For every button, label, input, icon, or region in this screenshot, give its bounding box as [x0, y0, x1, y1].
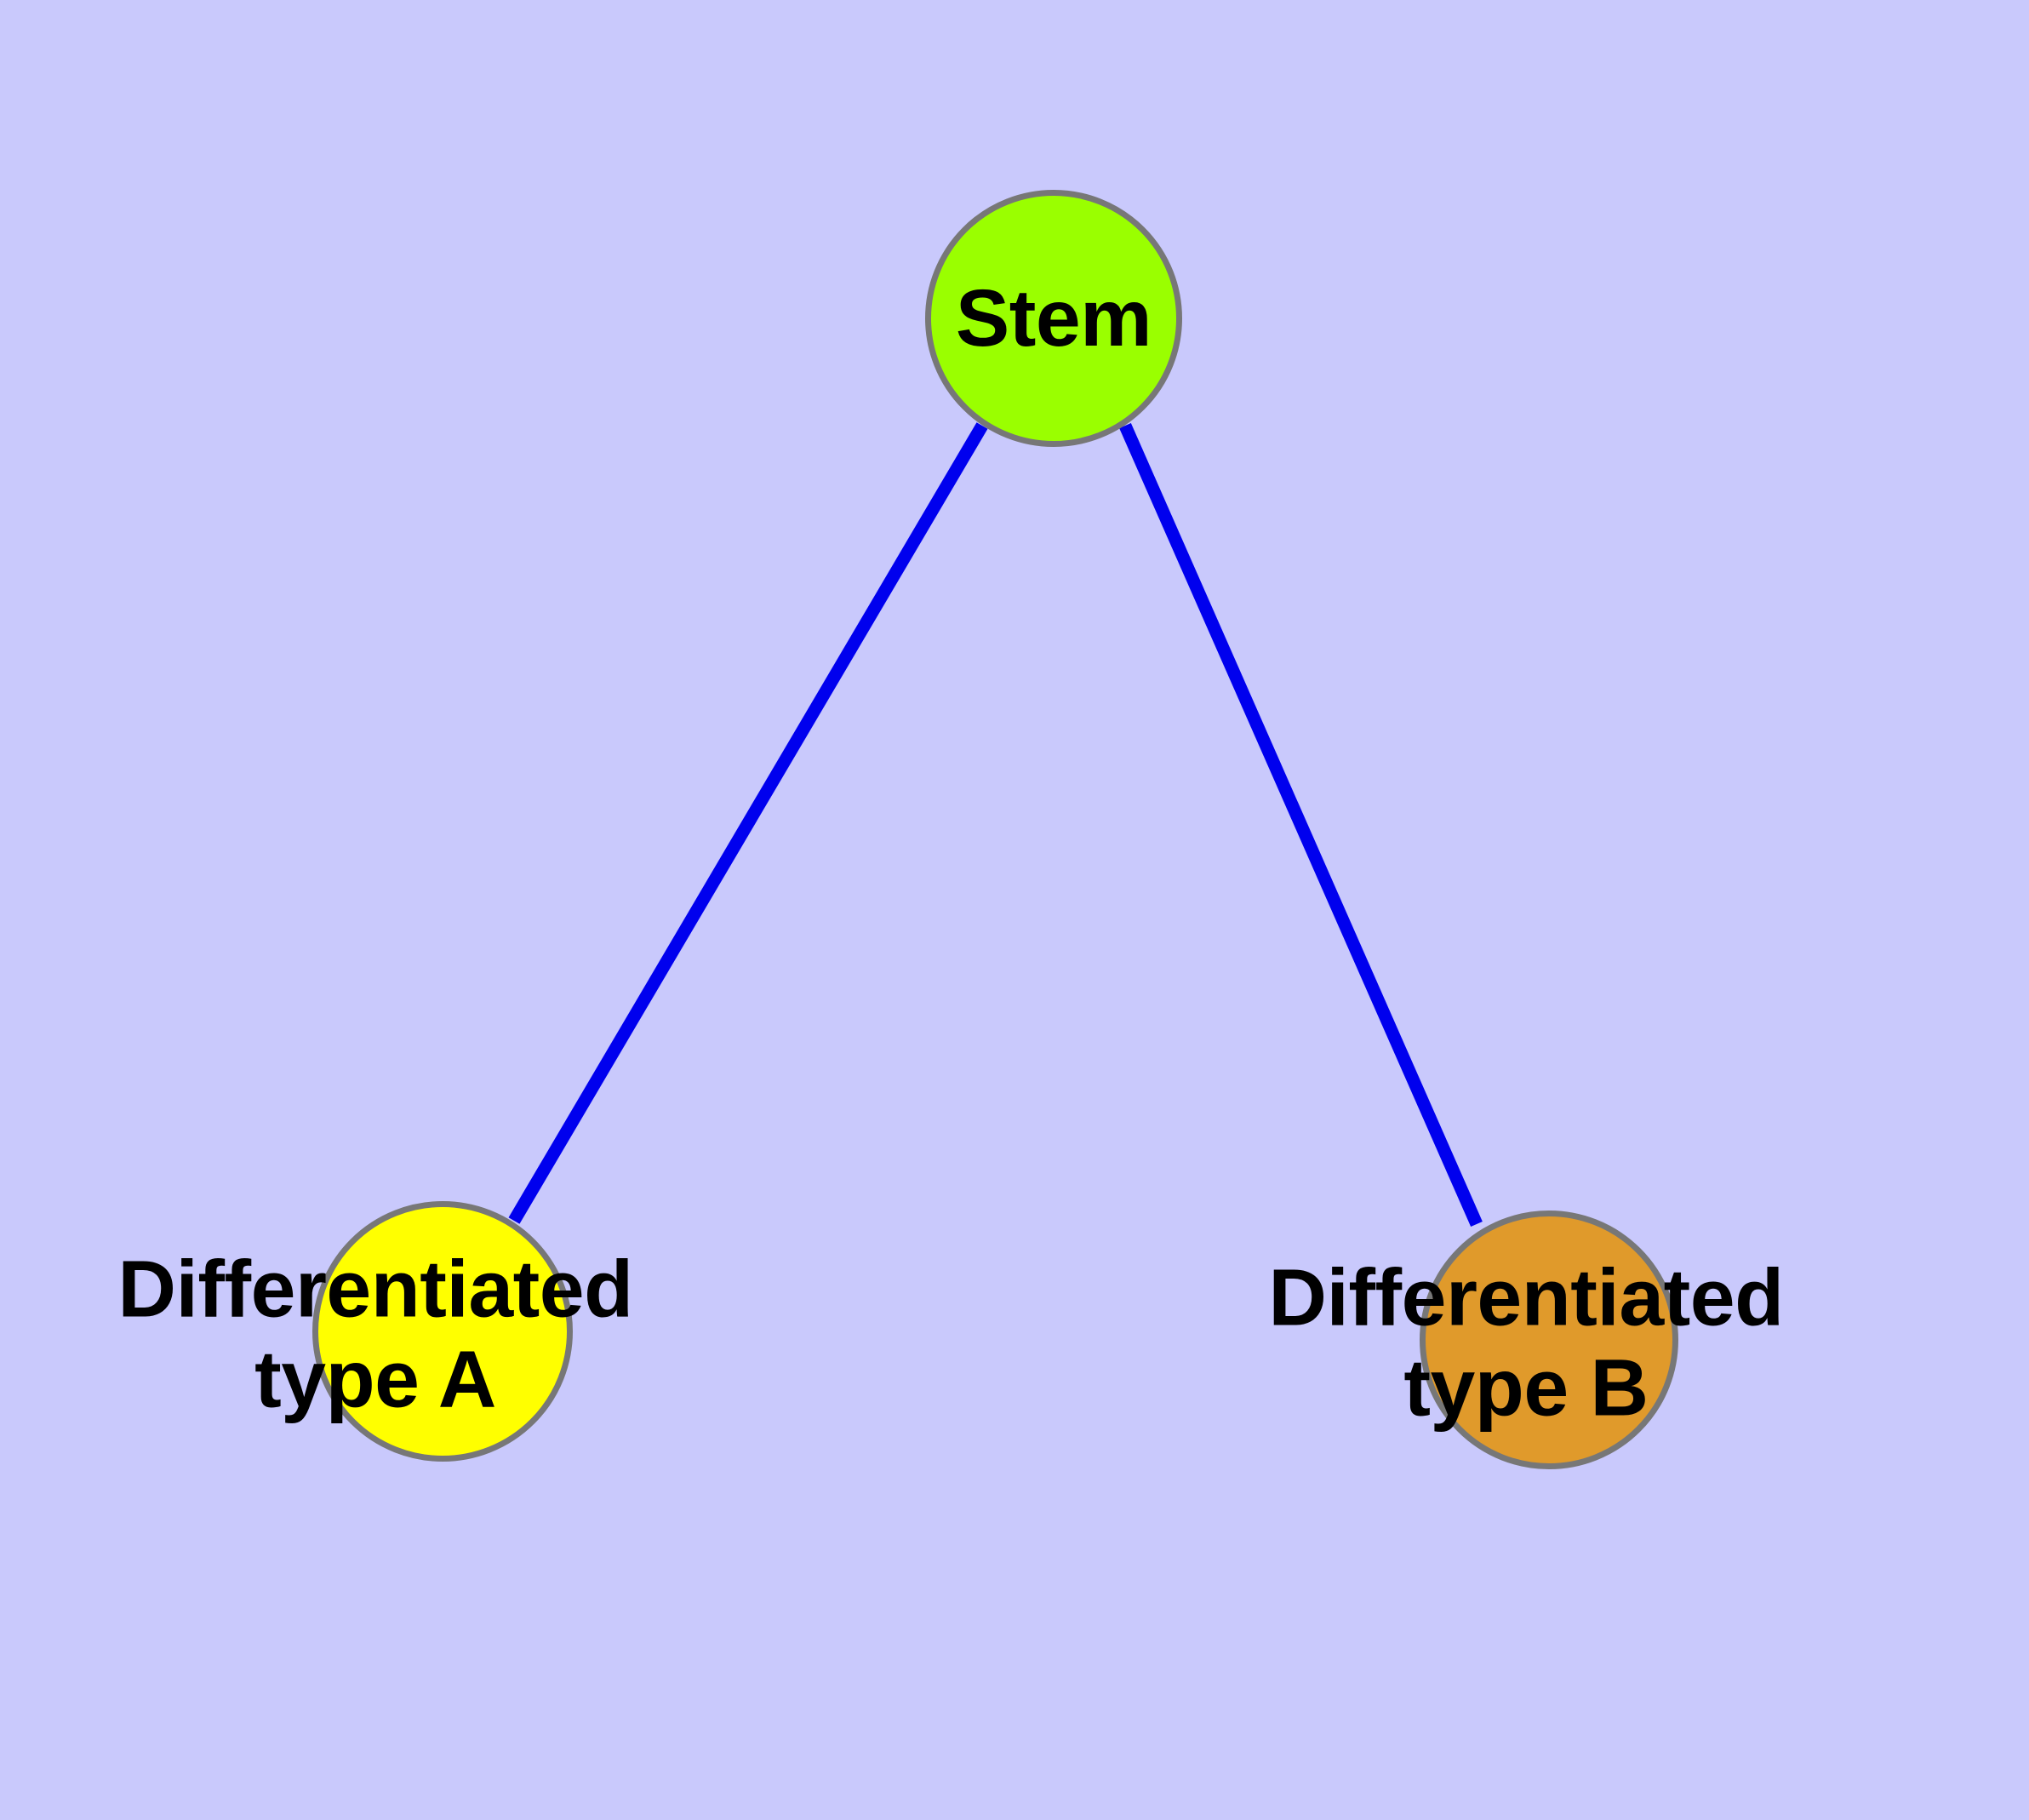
- edges-layer: [508, 422, 1483, 1228]
- node-circle-stem[interactable]: [925, 190, 1182, 447]
- edge-stem-to-diff-b: [1119, 422, 1483, 1228]
- node-circle-diff_a[interactable]: [312, 1201, 573, 1462]
- nodes-layer: [312, 190, 1678, 1469]
- edge-stem-to-diff-a: [508, 422, 988, 1224]
- node-circle-diff_b[interactable]: [1420, 1210, 1678, 1469]
